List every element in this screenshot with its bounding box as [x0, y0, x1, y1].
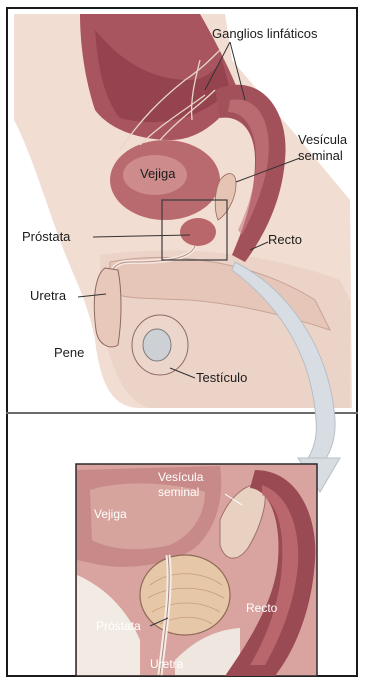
prostate — [180, 218, 216, 246]
label-testiculo: Testículo — [196, 370, 247, 385]
label-recto: Recto — [268, 232, 302, 247]
penis — [94, 268, 121, 347]
label-uretra: Uretra — [30, 288, 67, 303]
label-pene: Pene — [54, 345, 84, 360]
label-vesicula-line1: Vesícula — [298, 132, 348, 147]
label-prostata: Próstata — [22, 229, 71, 244]
inset-label-vejiga: Vejiga — [94, 507, 127, 521]
inset-label-recto: Recto — [246, 601, 278, 615]
label-vesicula-line2: seminal — [298, 148, 343, 163]
testicle — [143, 329, 171, 361]
inset-label-prostata: Próstata — [96, 619, 141, 633]
inset-illustration: Vesícula seminal Vejiga Recto Próstata U… — [76, 464, 317, 676]
label-vejiga: Vejiga — [140, 166, 176, 181]
inset-label-vesicula-line1: Vesícula — [158, 470, 204, 484]
inset-label-uretra: Uretra — [150, 657, 184, 671]
label-ganglios-linfaticos: Ganglios linfáticos — [212, 26, 318, 41]
inset-label-vesicula-line2: seminal — [158, 485, 199, 499]
